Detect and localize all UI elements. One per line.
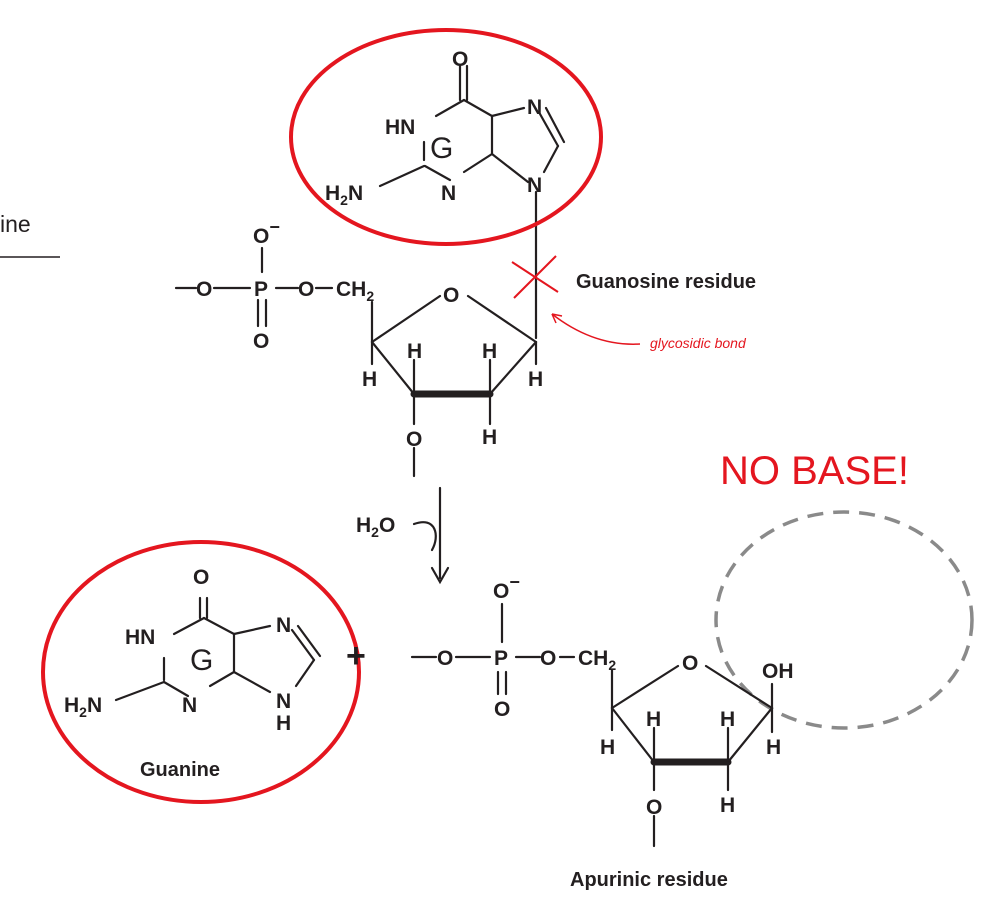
missing-base-dashed-circle [714,510,974,730]
apurinic-phosphate [410,602,576,696]
guanosine-base-structure [378,64,566,340]
guanine-nh-h: H [276,712,291,735]
guanine-label: Guanine [140,759,220,781]
side-label: ine [0,211,31,237]
guanosine-h4: H [528,368,543,391]
apurinic-o3: O [646,796,662,819]
guanine-carbonyl-o: O [193,566,209,589]
guanosine-phosphate [174,246,334,328]
guanine-n-mid: N [182,694,197,717]
guanosine-h5: H [482,426,497,449]
hydrolysis-arrow [412,486,450,585]
guanine-g-label: G [190,644,213,677]
guanosine-o3: O [406,428,422,451]
guanosine-phosphate-o-minus: O− [253,217,280,248]
guanine-n-top: N [276,614,291,637]
guanosine-hn: HN [385,116,415,139]
water-label: H2O [356,514,395,540]
guanosine-o-right: O [298,278,314,301]
glycosidic-bond-note: glycosidic bond [650,335,747,351]
guanosine-p: P [254,278,268,301]
guanosine-o-left: O [196,278,212,301]
apurinic-ring-o: O [682,652,698,675]
guanosine-g-label: G [430,132,453,165]
glycosidic-bond-arrow [551,313,641,345]
guanine-h2n: H2N [64,694,102,720]
guanine-molecule [114,596,322,702]
apurinic-phosphate-o-minus: O− [493,572,520,603]
guanosine-h2n: H2N [325,182,363,208]
apurinic-p: P [494,647,508,670]
guanosine-h3: H [362,368,377,391]
bond-cut-mark [511,255,559,299]
guanosine-ring-o: O [443,284,459,307]
plus-sign: + [346,637,366,675]
guanosine-base-highlight-circle [289,28,603,246]
apurinic-h5: H [720,794,735,817]
guanine-hn: HN [125,626,155,649]
guanosine-ch2: CH2 [336,278,374,304]
apurinic-h3: H [600,736,615,759]
apurinic-h4: H [766,736,781,759]
apurinic-o-right: O [540,647,556,670]
guanine-highlight-circle [41,540,361,804]
guanosine-residue-label: Guanosine residue [576,271,756,293]
apurinic-h2: H [720,708,735,731]
apurinic-sugar-ring [610,664,774,848]
guanosine-p-o-double: O [253,330,269,353]
apurinic-ch2: CH2 [578,647,616,673]
guanosine-sugar-ring [370,294,538,478]
guanosine-n-right: N [527,174,542,197]
no-base-annotation: NO BASE! [720,449,909,493]
guanosine-carbonyl-o: O [452,48,468,71]
guanine-nh-n: N [276,690,291,713]
guanosine-residue: O HN G N N N H2N O− O P O CH2 O [174,48,756,478]
apurinic-oh: OH [762,660,794,683]
apurinic-o-left: O [437,647,453,670]
apurinic-p-o-double: O [494,698,510,721]
guanosine-n-mid: N [441,182,456,205]
guanosine-n-top: N [527,96,542,119]
apurinic-h1: H [646,708,661,731]
glycosidic-bond-arrowhead [551,313,563,324]
guanosine-h1: H [407,340,422,363]
apurinic-residue-label: Apurinic residue [570,869,728,891]
guanosine-h2: H [482,340,497,363]
